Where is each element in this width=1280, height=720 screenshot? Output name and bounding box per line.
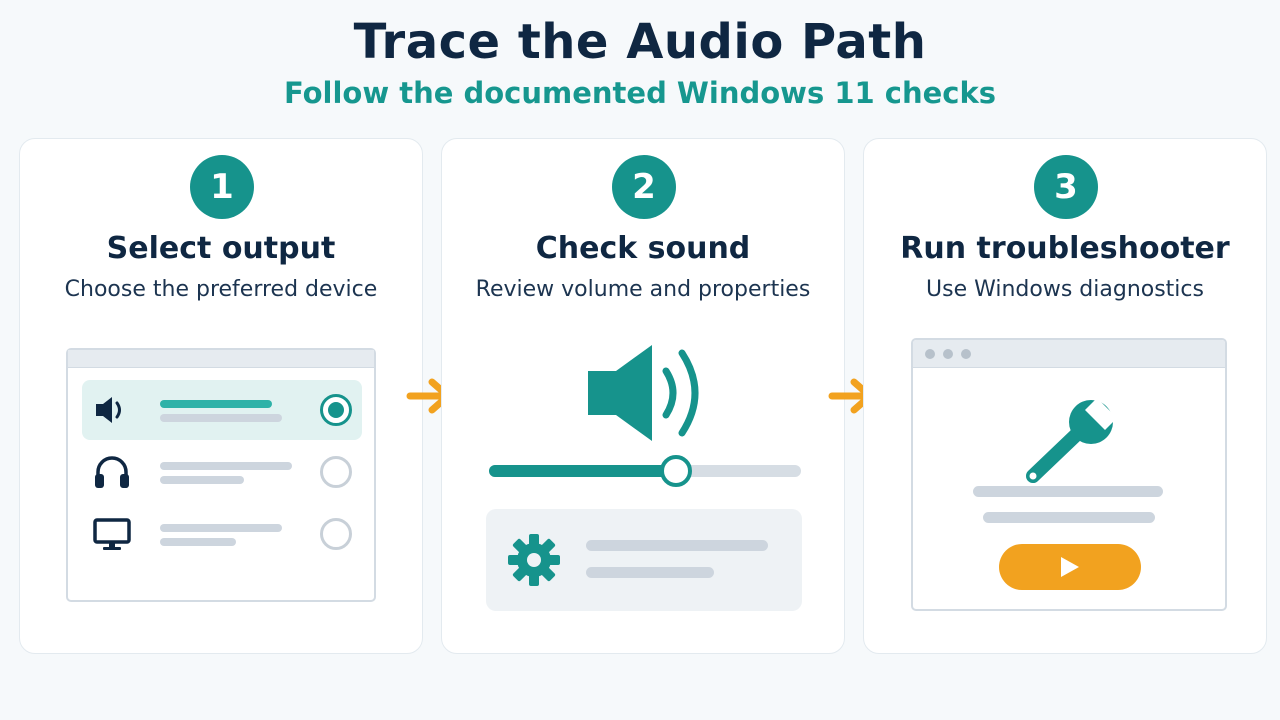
- volume-slider-fill: [489, 465, 677, 477]
- property-line: [586, 567, 714, 578]
- device-row-speaker[interactable]: [82, 380, 362, 440]
- diagnostic-line: [983, 512, 1155, 523]
- window-dot: [943, 349, 953, 359]
- step-description: Choose the preferred device: [64, 277, 378, 302]
- page-title: Trace the Audio Path: [353, 14, 927, 70]
- device-detail-line: [160, 538, 236, 546]
- step-title: Select output: [106, 231, 336, 266]
- window-dot: [925, 349, 935, 359]
- window-title-bar: [68, 350, 374, 368]
- device-name-line: [160, 400, 272, 408]
- step-number-badge: 3: [1034, 155, 1098, 219]
- sound-properties-panel[interactable]: [486, 509, 802, 611]
- speaker-wave-icon: [588, 345, 699, 441]
- step-title: Run troubleshooter: [900, 231, 1230, 266]
- play-icon: [1061, 557, 1079, 577]
- step-card-select-output: 1 Select output Choose the preferred dev…: [19, 138, 423, 654]
- diagnostic-line: [973, 486, 1163, 497]
- device-radio[interactable]: [320, 456, 352, 488]
- volume-slider-knob[interactable]: [660, 455, 693, 487]
- device-row-monitor[interactable]: [82, 504, 362, 564]
- volume-slider[interactable]: [489, 455, 801, 487]
- step-description: Review volume and properties: [475, 277, 811, 302]
- step-card-run-troubleshooter: 3 Run troubleshooter Use Windows diagnos…: [863, 138, 1267, 654]
- device-name-line: [160, 524, 282, 532]
- output-device-window: [66, 348, 376, 602]
- device-row-headphones[interactable]: [82, 442, 362, 502]
- device-radio[interactable]: [320, 518, 352, 550]
- step-number-badge: 2: [612, 155, 676, 219]
- wrench-icon: [1026, 398, 1117, 483]
- window-title-bar: [913, 340, 1225, 368]
- page-subtitle: Follow the documented Windows 11 checks: [283, 76, 997, 110]
- monitor-icon: [93, 518, 131, 550]
- step-description: Use Windows diagnostics: [926, 277, 1204, 302]
- step-card-check-sound: 2 Check sound Review volume and properti…: [441, 138, 845, 654]
- window-dot: [961, 349, 971, 359]
- step-title: Check sound: [535, 231, 751, 266]
- run-troubleshooter-button[interactable]: [999, 544, 1141, 590]
- property-line: [586, 540, 768, 551]
- troubleshooter-window: [911, 338, 1227, 611]
- speaker-icon: [96, 397, 121, 423]
- device-detail-line: [160, 414, 282, 422]
- gear-icon: [508, 534, 560, 586]
- device-detail-line: [160, 476, 244, 484]
- step-number-badge: 1: [190, 155, 254, 219]
- device-radio-selected[interactable]: [320, 394, 352, 426]
- device-name-line: [160, 462, 292, 470]
- headphones-icon: [95, 456, 129, 488]
